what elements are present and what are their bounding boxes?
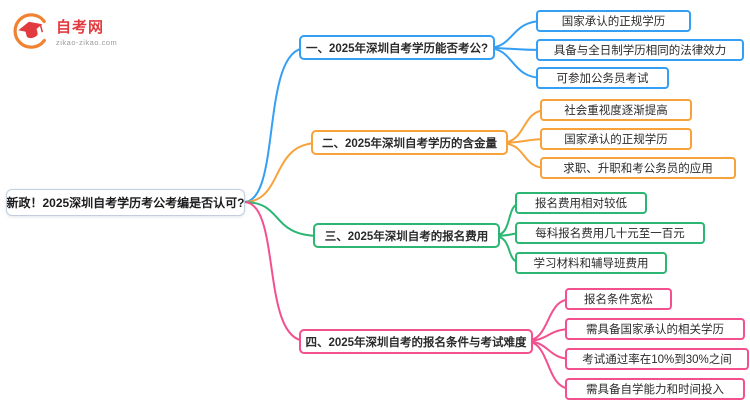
graduation-cap-icon <box>13 13 46 49</box>
root-node: 新政！2025深圳自考学历考公考编是否认可? <box>6 189 245 216</box>
logo-text-block: 自考网 zikao-zikao.com <box>56 16 117 47</box>
leaf-node-4-1: 报名条件宽松 <box>565 288 672 310</box>
leaf-node-1-1: 国家承认的正规学历 <box>536 10 691 32</box>
logo: 自考网 zikao-zikao.com <box>12 12 117 50</box>
leaf-node-3-1: 报名费用相对较低 <box>515 192 647 214</box>
leaf-node-4-2: 需具备国家承认的相关学历 <box>565 318 745 340</box>
branch-node-3: 三、2025年深圳自考的报名费用 <box>313 223 500 248</box>
leaf-node-2-2: 国家承认的正规学历 <box>540 128 692 150</box>
leaf-node-4-3: 考试通过率在10%到30%之间 <box>565 348 749 370</box>
logo-domain: zikao-zikao.com <box>56 37 118 47</box>
leaf-node-3-3: 学习材料和辅导班费用 <box>515 252 667 274</box>
leaf-node-1-3: 可参加公务员考试 <box>536 67 669 89</box>
logo-name: 自考网 <box>56 18 105 36</box>
branch-node-4: 四、2025年深圳自考的报名条件与考试难度 <box>299 329 533 354</box>
leaf-node-1-2: 具备与全日制学历相同的法律效力 <box>536 39 744 61</box>
leaf-node-2-1: 社会重视度逐渐提高 <box>540 99 692 121</box>
branch-node-1: 一、2025年深圳自考学历能否考公? <box>299 35 495 60</box>
leaf-node-2-3: 求职、升职和考公务员的应用 <box>540 157 736 179</box>
branch-node-2: 二、2025年深圳自考学历的含金量 <box>311 130 508 155</box>
leaf-node-3-2: 每科报名费用几十元至一百元 <box>515 222 705 244</box>
leaf-node-4-4: 需具备自学能力和时间投入 <box>565 378 745 400</box>
